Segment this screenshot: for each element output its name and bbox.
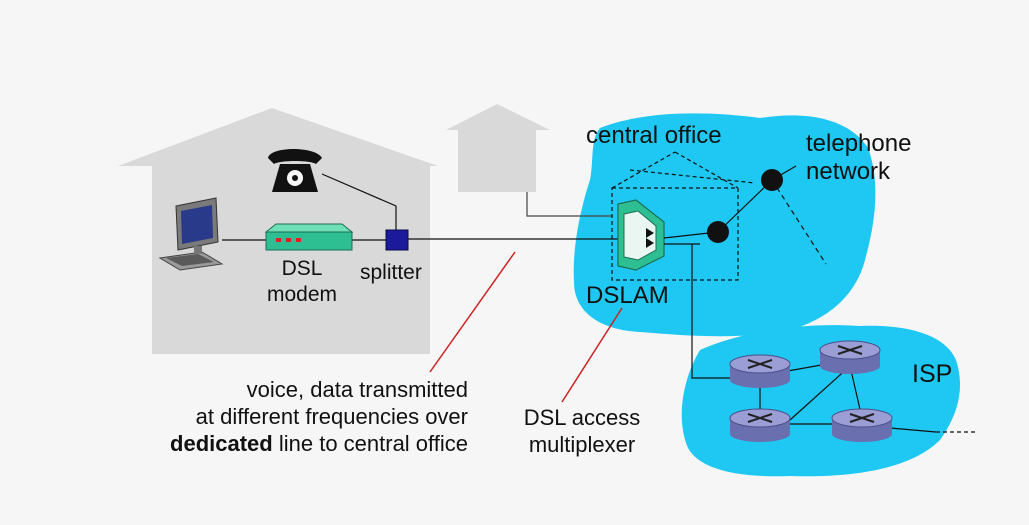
router-4 bbox=[831, 408, 893, 442]
telephone-icon bbox=[268, 149, 322, 192]
line-caption-line1: voice, data transmitted bbox=[246, 377, 468, 402]
modem-label: modem bbox=[266, 283, 338, 306]
router-2 bbox=[819, 340, 881, 374]
line-caption-pointer bbox=[429, 251, 516, 373]
dsl-modem-label: DSL modem bbox=[262, 256, 342, 308]
dslam-label: DSLAM bbox=[586, 282, 669, 309]
line-caption-line3-rest: line to central office bbox=[272, 431, 468, 456]
telephone-switch-1 bbox=[707, 221, 729, 243]
switch-link bbox=[717, 179, 773, 233]
computer-icon bbox=[158, 197, 224, 271]
dslam-to-isp-line bbox=[691, 244, 730, 379]
line-caption-line3: dedicated line to central office bbox=[80, 430, 468, 457]
neighbor-line bbox=[526, 192, 612, 217]
line-caption: voice, data transmitted at different fre… bbox=[80, 376, 468, 457]
router-1 bbox=[729, 354, 791, 388]
router-3 bbox=[729, 408, 791, 442]
dslam-caption-line1: DSL access bbox=[523, 405, 641, 430]
small-house bbox=[446, 104, 550, 192]
dslam-device bbox=[617, 199, 665, 271]
dsl-label: DSL bbox=[281, 257, 323, 280]
central-office-label: central office bbox=[586, 122, 722, 149]
splitter-label: splitter bbox=[360, 261, 422, 284]
splitter-icon bbox=[385, 229, 409, 251]
phone-line bbox=[321, 173, 397, 230]
central-office-box bbox=[611, 151, 756, 281]
isp-label: ISP bbox=[912, 360, 953, 388]
dsl-modem-icon bbox=[264, 223, 354, 251]
telephone-label: telephone bbox=[806, 130, 912, 157]
dslam-caption: DSL access multiplexer bbox=[494, 404, 670, 458]
dslam-caption-line2: multiplexer bbox=[528, 432, 636, 457]
switch-dashed-link bbox=[771, 179, 827, 265]
network-label: network bbox=[806, 158, 891, 185]
line-caption-line2: at different frequencies over bbox=[195, 404, 468, 429]
dedicated-bold: dedicated bbox=[170, 431, 273, 456]
dslam-caption-pointer bbox=[561, 307, 623, 403]
home-house bbox=[118, 108, 438, 354]
